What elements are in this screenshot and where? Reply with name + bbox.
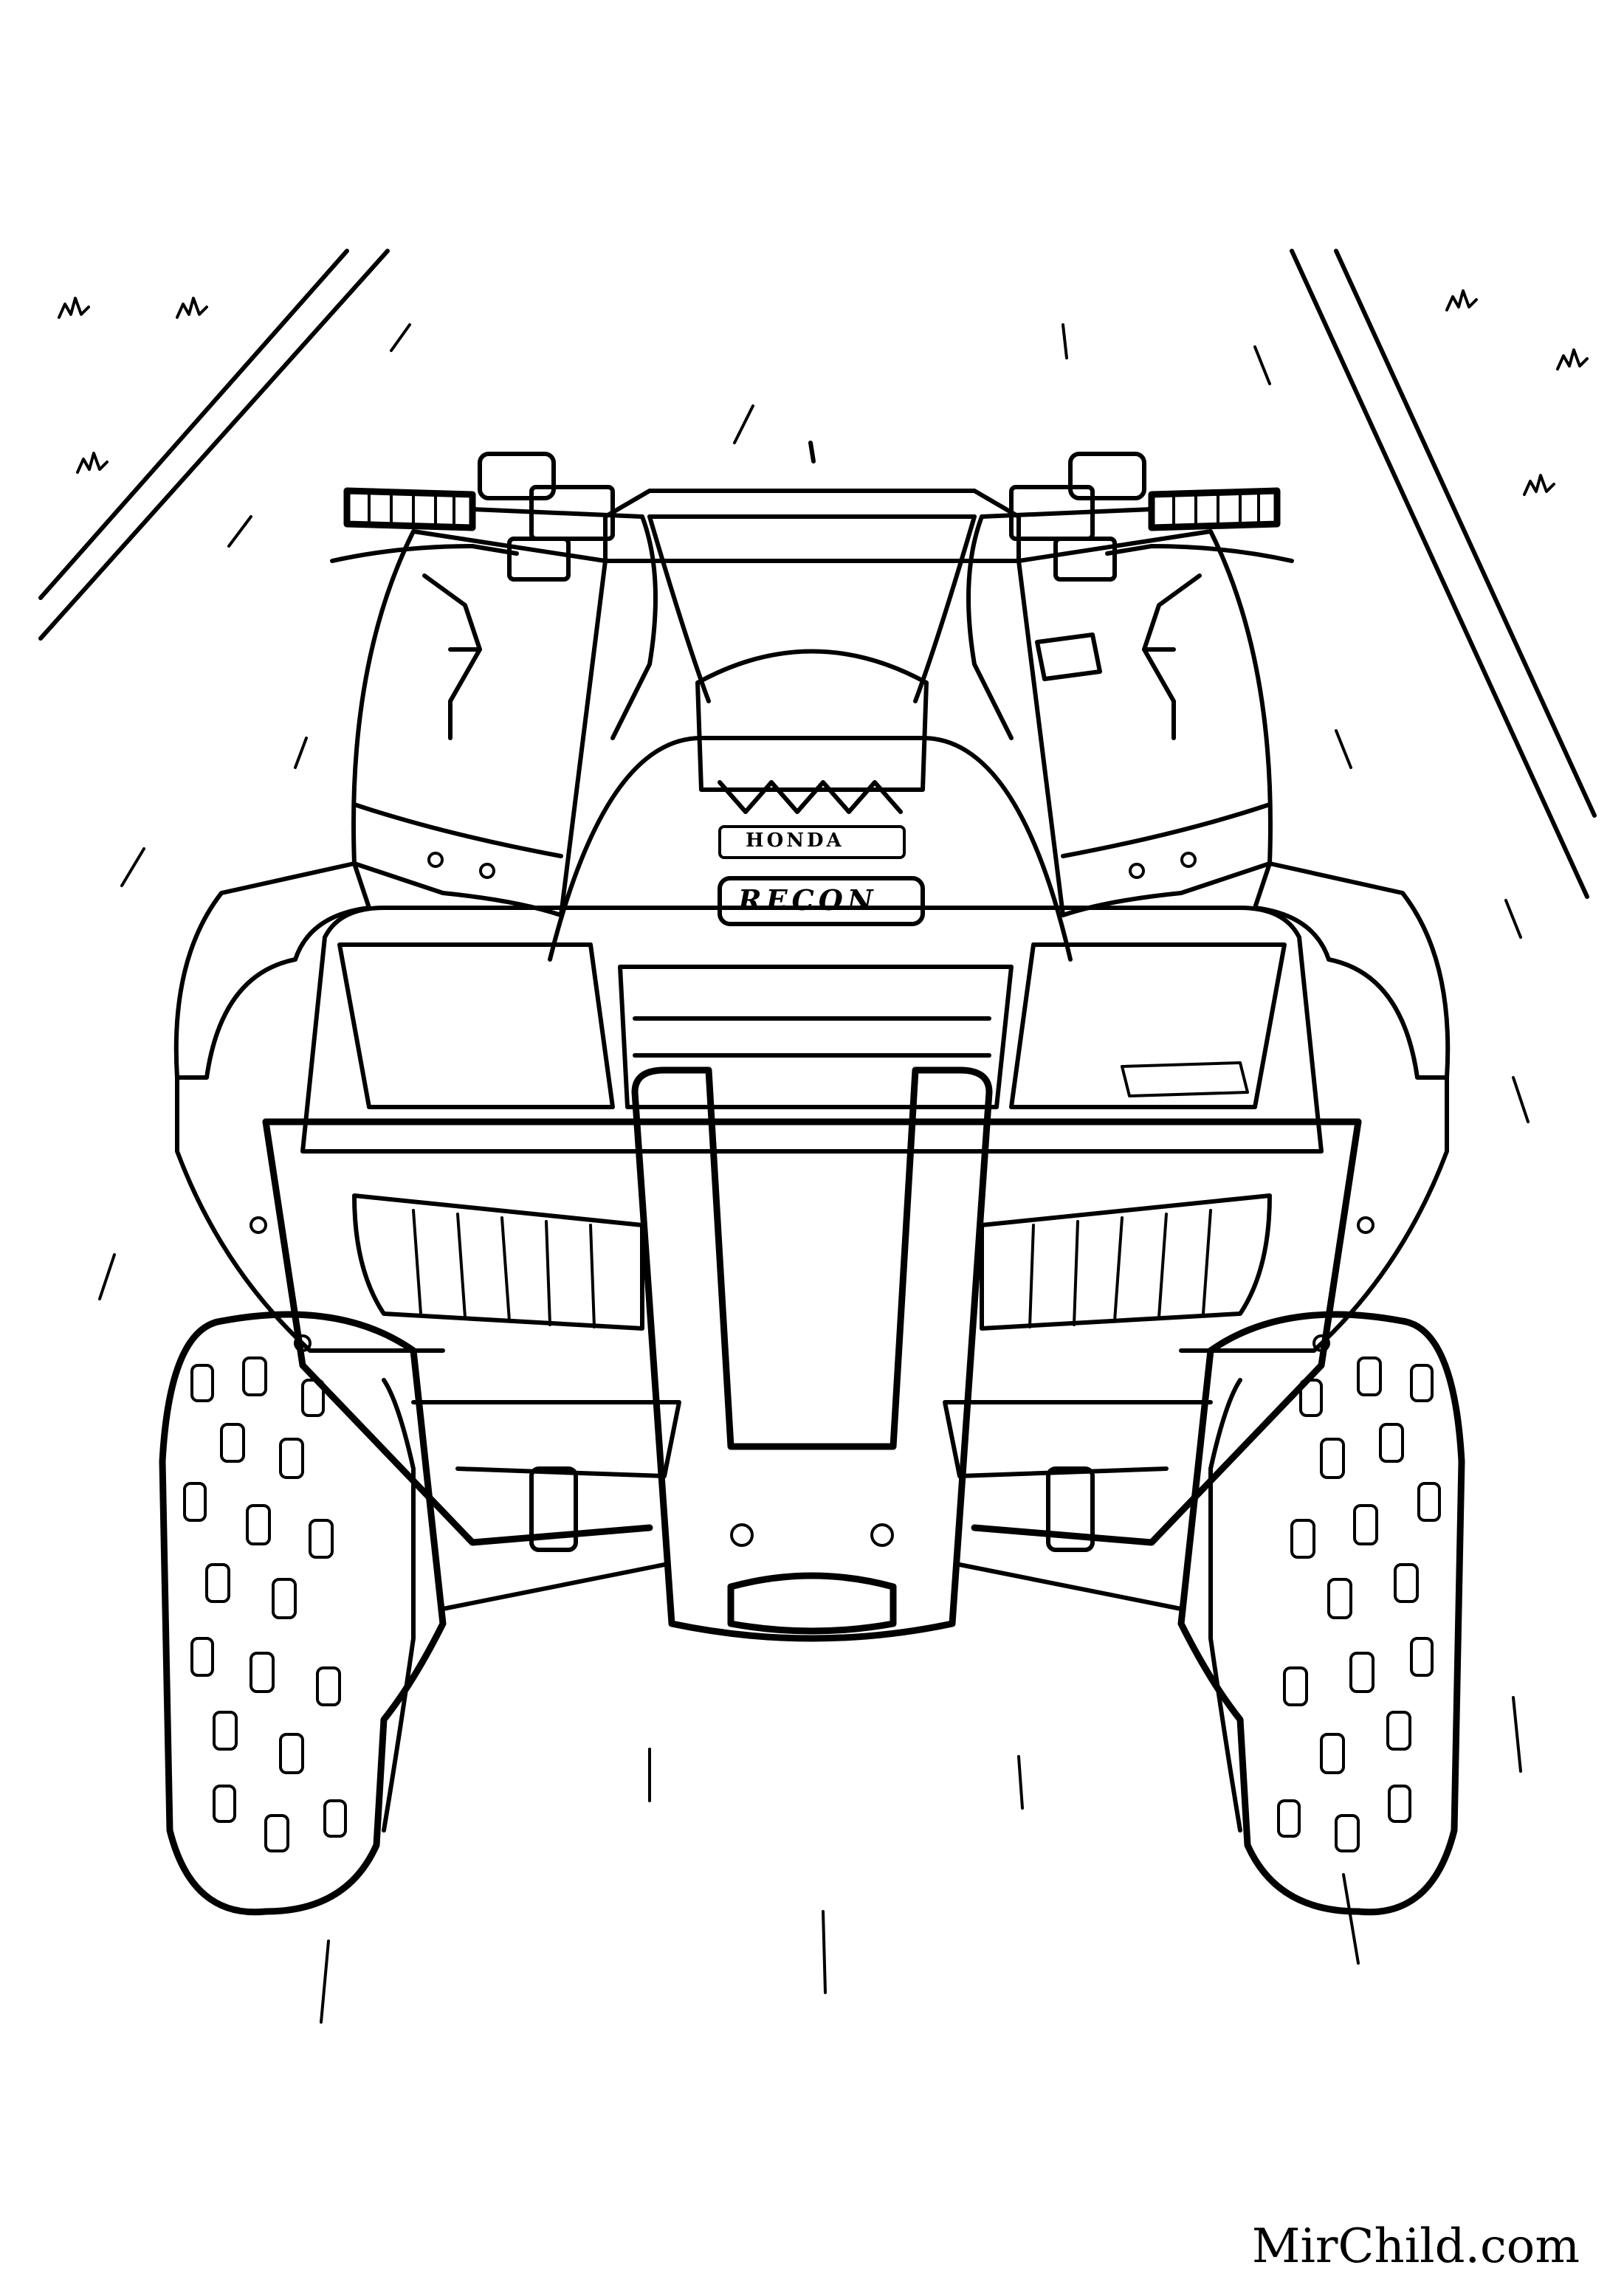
road-lines: [38, 249, 1597, 899]
bolts: [250, 852, 1374, 1352]
center-hood: [548, 441, 1073, 962]
grass-tufts: [58, 289, 1589, 496]
left-tire: [159, 1311, 447, 1916]
handlebars: [330, 452, 1294, 740]
left-fender: [351, 529, 608, 917]
motion-dashes: [98, 323, 1530, 2024]
model-label: RECON: [738, 883, 878, 917]
emblem-frames: [718, 825, 925, 926]
suspension: [411, 1400, 1213, 1611]
watermark: MirChild.com: [1251, 2219, 1580, 2274]
right-fender: [1016, 529, 1273, 917]
rear-rack: [603, 489, 1021, 563]
headlights: [352, 1193, 1272, 1331]
brand-label: HONDA: [746, 830, 844, 852]
front-fenders: [173, 861, 1451, 1353]
right-tire: [1177, 1311, 1465, 1916]
front-rack: [300, 906, 1324, 1154]
bull-bar: [262, 1066, 1362, 1642]
